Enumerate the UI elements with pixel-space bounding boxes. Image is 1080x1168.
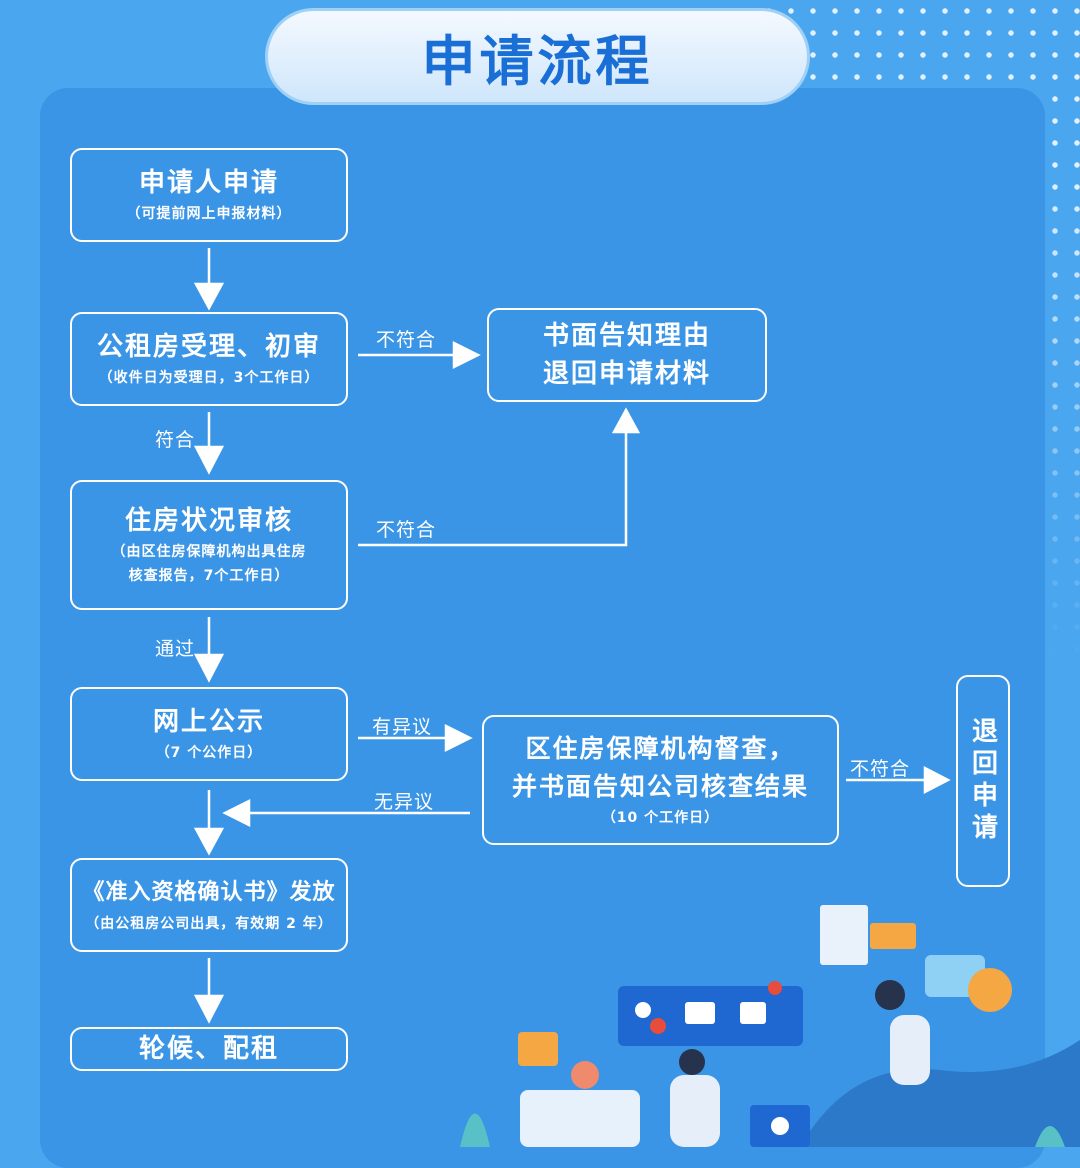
- step-title: 申请人申请: [138, 168, 279, 198]
- like-icon: [740, 1002, 766, 1024]
- step-allocation: 轮候、配租: [70, 1027, 348, 1071]
- return-box: 退回申请: [956, 675, 1010, 887]
- label-meet: 符合: [155, 429, 196, 451]
- label-not-meet: 不符合: [850, 758, 911, 780]
- review-note: （10 个工作日）: [601, 810, 720, 826]
- label-not-meet: 不符合: [376, 329, 437, 351]
- step-note: （收件日为受理日，3个工作日）: [98, 370, 320, 386]
- step-public-notice: 网上公示 （7 个公作日）: [70, 687, 348, 781]
- step-title: 轮候、配租: [138, 1034, 279, 1064]
- reject-line2: 退回申请材料: [542, 359, 711, 389]
- review-line1: 区住房保障机构督查，: [525, 734, 796, 763]
- step-note: （由公租房公司出具，有效期 2 年）: [85, 916, 333, 932]
- return-text: 退回申请: [967, 717, 998, 845]
- label-not-meet: 不符合: [376, 519, 437, 541]
- person-figure: [890, 1015, 930, 1085]
- people-illustration: [460, 905, 1080, 1147]
- message-icon: [685, 1002, 715, 1024]
- review-box: 区住房保障机构督查， 并书面告知公司核查结果 （10 个工作日）: [482, 715, 839, 845]
- heart-icon: [768, 981, 782, 995]
- step-title: 《准入资格确认书》发放: [82, 880, 336, 905]
- plant-icon: [460, 1113, 490, 1147]
- step-certificate: 《准入资格确认书》发放 （由公租房公司出具，有效期 2 年）: [70, 858, 348, 952]
- step-note: （7 个公作日）: [155, 745, 263, 761]
- step-title: 住房状况审核: [124, 506, 293, 536]
- badge-icon: [968, 968, 1012, 1012]
- step-acceptance: 公租房受理、初审 （收件日为受理日，3个工作日）: [70, 312, 348, 406]
- label-objection: 有异议: [372, 716, 433, 738]
- person-figure: [670, 1075, 720, 1147]
- reject-box: 书面告知理由 退回申请材料: [487, 308, 767, 402]
- label-pass: 通过: [155, 638, 196, 660]
- label-no-objection: 无异议: [374, 791, 435, 813]
- review-line2: 并书面告知公司核查结果: [511, 772, 809, 801]
- reject-line1: 书面告知理由: [542, 321, 711, 351]
- step-apply: 申请人申请 （可提前网上申报材料）: [70, 148, 348, 242]
- step-note: 核查报告，7个工作日）: [128, 568, 290, 584]
- step-title: 网上公示: [152, 707, 265, 737]
- step-note: （由区住房保障机构出具住房: [111, 544, 307, 560]
- user-icon: [635, 1002, 651, 1018]
- share-icon: [518, 1032, 558, 1066]
- step-title: 公租房受理、初审: [96, 332, 321, 362]
- page-title: 申请流程: [265, 8, 810, 105]
- arrow-step3-reject: [358, 430, 628, 547]
- tablet-illustration: [520, 1090, 640, 1147]
- star-tag-icon: [870, 923, 916, 949]
- step-housing-review: 住房状况审核 （由区住房保障机构出具住房 核查报告，7个工作日）: [70, 480, 348, 610]
- document-icon: [820, 905, 868, 965]
- step-note: （可提前网上申报材料）: [126, 206, 292, 222]
